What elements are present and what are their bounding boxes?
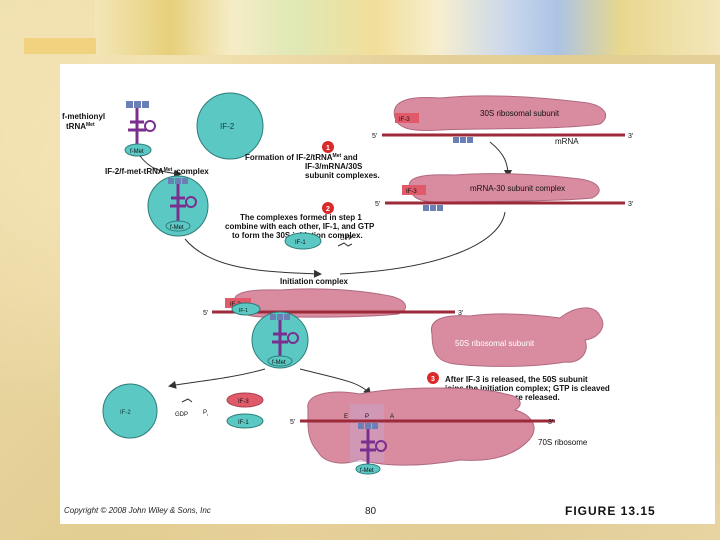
if1-label-init: IF-1 [239, 308, 248, 314]
if3-label-top: IF-3 [399, 117, 410, 123]
arrow-right-step1 [489, 141, 512, 178]
mrna-5prime-top: 5' [372, 133, 377, 140]
decorative-bar [24, 38, 96, 54]
gdp-icon [181, 398, 193, 403]
ribo50s [430, 307, 604, 367]
if1-blob-init [231, 302, 261, 316]
arrow-converge-left [184, 238, 322, 278]
mrna-5prime-70s: 5' [290, 419, 295, 426]
ribo30s-top [393, 95, 607, 131]
arrow-down-left [168, 368, 266, 389]
trna-name-line1: f-methionyl [62, 112, 105, 121]
if3-blob-released [226, 392, 264, 408]
if1-blob-step2 [284, 232, 322, 250]
mrna-label: mRNA [555, 137, 579, 146]
trna-mid-left [168, 178, 197, 222]
figure-number: FIGURE 13.15 [565, 504, 656, 518]
ribo30s-label: 30S ribosomal subunit [480, 109, 560, 118]
fmet-tag-mid [165, 220, 191, 232]
if2-label-top: IF-2 [220, 122, 235, 131]
fmet-tag-70s [355, 463, 381, 475]
step1-line1: Formation of IF-2/tRNAMet and [245, 153, 358, 162]
mrna-3prime-mid: 3' [628, 201, 633, 208]
if2-blob-top [196, 92, 264, 160]
fmet-tag-top [124, 143, 152, 157]
mrna-3prime-init: 3' [458, 310, 463, 317]
mrna-3prime-70s: 3' [548, 419, 553, 426]
mrna-5prime-init: 5' [203, 310, 208, 317]
gtp-label: GTP [340, 236, 352, 242]
arrow-down-right [299, 368, 372, 396]
initiation-complex-label: Initiation complex [280, 277, 349, 286]
codon-boxes-top [453, 137, 473, 143]
fmet-tag-text: f-Met [130, 149, 144, 155]
if3-box-mid [402, 185, 426, 195]
trna-name-line2: tRNAMet [66, 122, 95, 131]
page-number: 80 [365, 506, 377, 517]
fmet-tag-70s-text: f-Met [360, 468, 374, 474]
trna-70s [358, 423, 387, 464]
step1-line2: IF-3/mRNA/30S [305, 162, 363, 171]
codon-boxes-mid [423, 205, 443, 211]
mrna-5prime-mid: 5' [375, 201, 380, 208]
if1-label-released: IF-1 [238, 420, 249, 426]
pi-label: Pi [203, 410, 208, 417]
figure-panel: f-Met f-methionyl tRNAMet IF-2 30S ribos… [60, 64, 715, 524]
translation-initiation-diagram: f-Met f-methionyl tRNAMet IF-2 30S ribos… [62, 92, 633, 475]
ribo70s [307, 387, 535, 466]
step1-number: 1 [326, 145, 330, 152]
gdp-label: GDP [175, 412, 188, 418]
if2-label-released: IF-2 [120, 410, 131, 416]
site-a: A [390, 414, 394, 420]
step3-line1: After IF-3 is released, the 50S subunit [445, 375, 588, 384]
if3-label-released: IF-3 [238, 399, 249, 405]
if2-blob-released [102, 383, 158, 439]
gtp-icon [337, 242, 353, 247]
decorative-banner [95, 0, 720, 55]
step3-line2: joins the initiation complex; GTP is cle… [444, 384, 610, 393]
fmet-tag-mid-text: f-Met [170, 225, 184, 231]
copyright-notice: Copyright © 2008 John Wiley & Sons, Inc [64, 506, 211, 515]
arrow-converge-right [339, 211, 506, 275]
step2-line1: The complexes formed in step 1 [240, 213, 362, 222]
step1-line3: subunit complexes. [305, 171, 380, 180]
mrna30-complex-label: mRNA-30 subunit complex [470, 184, 565, 193]
if3-label-mid: IF-3 [406, 189, 417, 195]
site-p: P [365, 414, 369, 420]
step1-badge [322, 141, 334, 153]
mrna-3prime-top: 3' [628, 133, 633, 140]
if3-box-init [225, 298, 251, 308]
site-e: E [344, 414, 348, 420]
trna-top-left [126, 101, 156, 146]
step2-line2: combine with each other, IF-1, and GTP [225, 222, 375, 231]
if1-label-step2: IF-1 [295, 240, 306, 246]
ribo70s-label: 70S ribosome [538, 438, 588, 447]
step2-number: 2 [326, 206, 330, 213]
fmet-tag-init [267, 355, 293, 367]
trna-initiation [270, 314, 299, 357]
step3-number: 3 [431, 376, 435, 383]
ribo50s-label: 50S ribosomal subunit [455, 339, 535, 348]
if3-box-top [395, 113, 419, 123]
arrow-left-step1 [139, 155, 182, 178]
fmet-tag-init-text: f-Met [272, 360, 286, 366]
step3-badge [427, 372, 439, 384]
step2-badge [322, 202, 334, 214]
if1-blob-released [226, 413, 264, 429]
